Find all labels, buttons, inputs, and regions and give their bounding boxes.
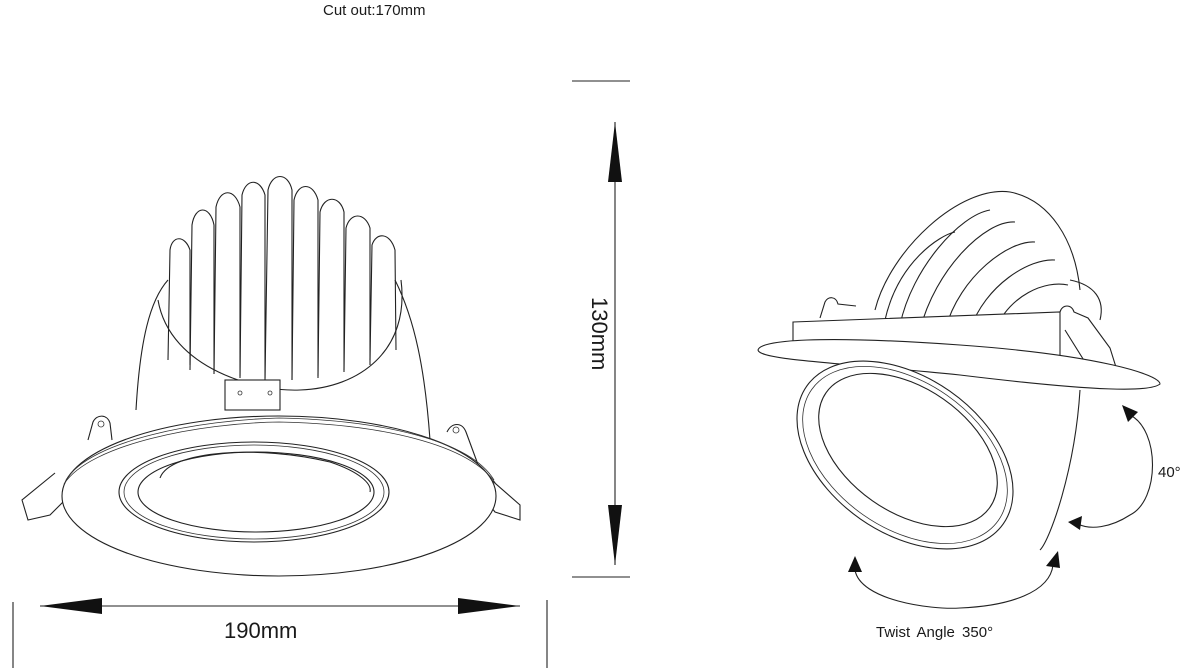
spring-left: [819, 297, 857, 319]
lens: [159, 451, 371, 493]
tilted-trim: [796, 360, 1014, 550]
tilted-lens: [818, 372, 998, 528]
tilt-arrow-top-icon: [1122, 405, 1138, 422]
housing-left: [135, 279, 169, 411]
housing-right: [394, 279, 431, 441]
height-dimension: [572, 80, 630, 578]
spring-clip-left: [87, 415, 113, 441]
width-dimension: [12, 598, 548, 668]
reflector-outer: [118, 441, 390, 543]
tilted-view: [757, 190, 1161, 551]
front-view: [21, 175, 521, 577]
arrow-up-icon: [608, 122, 622, 182]
tilt-angle-label: 40°: [1158, 464, 1181, 481]
cut-out-label: Cut out:170mm: [323, 2, 426, 19]
tilt-angle-indicator: [1068, 405, 1154, 530]
heatsink-fins: [167, 175, 397, 381]
arrow-right-icon: [458, 598, 520, 614]
tilt-arrow-bottom-icon: [1068, 516, 1082, 530]
width-label: 190mm: [224, 618, 298, 643]
clip-tab-left: [21, 472, 71, 521]
spring-clip-right: [446, 423, 521, 521]
gimbal-body: [1039, 389, 1081, 551]
twist-angle-indicator: [848, 551, 1060, 609]
housing-collar: [157, 279, 403, 391]
arrow-down-icon: [608, 505, 622, 565]
trim-ring: [61, 415, 497, 577]
twist-arrow-right-icon: [1046, 551, 1060, 568]
twist-arrow-left-icon: [848, 556, 862, 572]
arrow-left-icon: [40, 598, 102, 614]
height-label: 130mm: [587, 297, 612, 371]
spring-right: [1059, 305, 1121, 381]
heatsink-dome: [874, 190, 1081, 331]
mounting-bracket: [224, 379, 281, 411]
twist-angle-label: Twist Angle 350°: [876, 624, 994, 641]
